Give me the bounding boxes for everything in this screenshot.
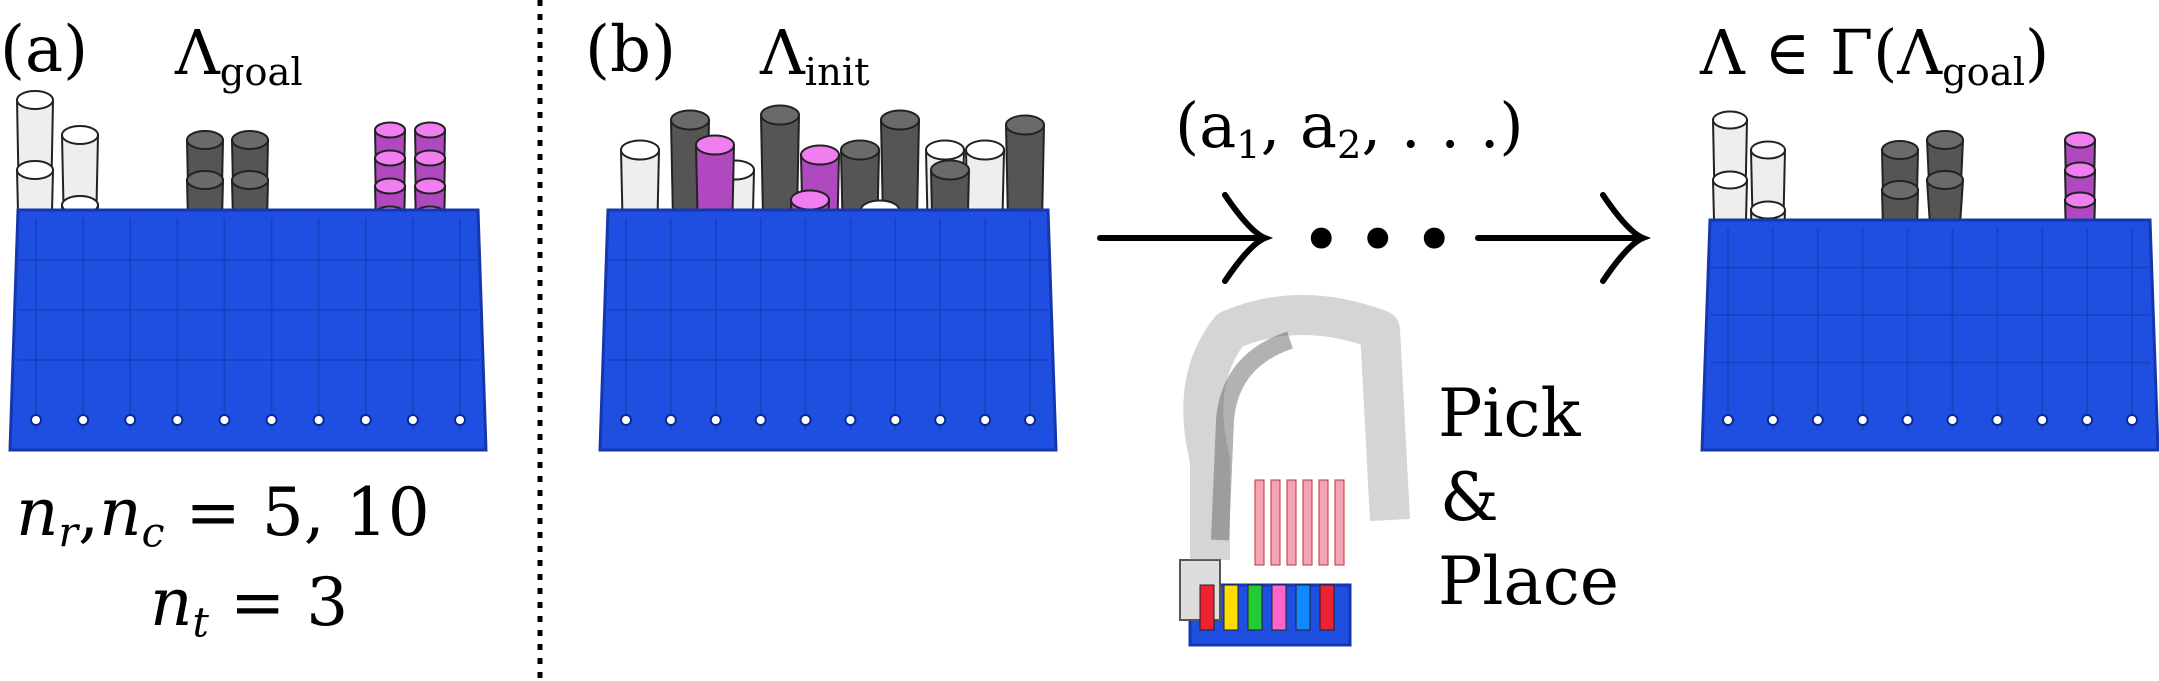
eq-n-cols: n (99, 474, 142, 551)
rack-hole (77, 414, 90, 426)
eq-n-rows: n (16, 474, 59, 551)
rack-hole (799, 414, 812, 426)
rack-hole (2036, 414, 2049, 426)
panel-a-label: (a) (0, 13, 89, 87)
rack-hole (1991, 414, 2004, 426)
rack-hole (124, 414, 137, 426)
action-seq-a1: (a (1175, 89, 1237, 162)
result-title-sub: goal (1942, 49, 2026, 95)
rack-hole (171, 414, 184, 426)
robot-arm-illustration (1179, 295, 1410, 647)
rack-hole (30, 414, 42, 426)
eq-n-cols-sub: c (141, 508, 165, 557)
rack-hole (709, 414, 722, 426)
eq-n-types-sub: t (192, 598, 209, 647)
action-seq-sub1: 1 (1236, 122, 1261, 168)
result-title: Λ ∈ Γ(Λgoal) (1700, 22, 2049, 92)
rack-hole (1811, 414, 1824, 426)
eq-grid-rhs: = 5, 10 (185, 474, 430, 551)
action-seq-a2: , a (1260, 89, 1337, 162)
robot-caption: Pick & Place (1438, 372, 1619, 623)
action-seq-sub2: 2 (1337, 122, 1362, 168)
panel-a-title-sub: goal (219, 49, 303, 95)
rack-hole (979, 414, 992, 426)
rack-hole (1024, 414, 1036, 426)
caption-pick: Pick (1438, 375, 1581, 452)
grid-size-equation: nr,nc = 5, 10 (16, 474, 430, 557)
rack-hole (1722, 414, 1734, 426)
rack-init (598, 104, 1058, 452)
rack-hole (620, 414, 632, 426)
ellipsis: ••• (1300, 198, 1470, 282)
rack-hole (664, 414, 677, 426)
panel-a-title: Λgoal (175, 22, 303, 92)
caption-place: Place (1438, 542, 1619, 620)
eq-n-types: n (150, 564, 193, 641)
rack-body (8, 208, 488, 452)
rack-hole (2081, 414, 2094, 426)
rack-hole (934, 414, 947, 426)
rack-hole (359, 414, 372, 426)
rack-result (1700, 110, 2159, 452)
rack-hole (2126, 414, 2138, 426)
eq-n-rows-sub: r (58, 508, 79, 557)
action-seq-end: , . . .) (1361, 89, 1524, 162)
rack-goal (8, 90, 488, 452)
rack-hole (1856, 414, 1869, 426)
rack-hole (406, 414, 419, 426)
eq-types-rhs: = 3 (229, 564, 349, 641)
arrow-1 (1097, 192, 1274, 284)
panel-b-title: Λinit (760, 22, 870, 92)
rack-hole (1946, 414, 1959, 426)
rack-hole (454, 414, 466, 426)
rack-hole (312, 414, 325, 426)
result-title-main: Λ ∈ Γ(Λ (1700, 16, 1943, 89)
panel-a-title-lambda: Λ (175, 16, 220, 89)
action-sequence: (a1, a2, . . .) (1175, 95, 1524, 165)
tube-types-equation: nt = 3 (150, 570, 348, 643)
rack-hole (218, 414, 231, 426)
panel-b-title-lambda: Λ (760, 16, 805, 89)
result-title-close: ) (2025, 16, 2050, 89)
arrow-2 (1475, 192, 1652, 284)
caption-ampersand: & (1440, 458, 1499, 536)
rack-hole (844, 414, 857, 426)
rack-hole (265, 414, 278, 426)
rack-hole (889, 414, 902, 426)
rack-hole (754, 414, 767, 426)
rack-hole (1901, 414, 1914, 426)
panel-b-title-sub: init (804, 49, 870, 95)
panel-b-label: (b) (585, 13, 676, 87)
rack-hole (1766, 414, 1779, 426)
rack-body (598, 208, 1058, 452)
rack-body (1700, 218, 2159, 452)
